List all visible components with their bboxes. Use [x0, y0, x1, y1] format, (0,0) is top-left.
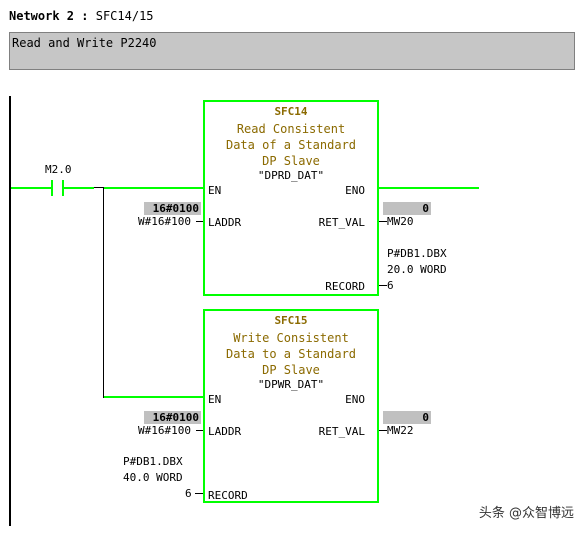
- contact-left-bar[interactable]: [51, 180, 53, 196]
- sfc15-desc-1: Write Consistent: [233, 331, 349, 345]
- sfc14-record-wire: [379, 285, 387, 286]
- wire-to-sfc14-en: [104, 187, 204, 189]
- watermark: 头条 @众智博远: [478, 506, 574, 521]
- sfc15-instance: "DPWR_DAT": [257, 378, 325, 391]
- sfc14-pin-laddr: LADDR: [208, 216, 242, 229]
- contact-address[interactable]: M2.0: [45, 163, 72, 176]
- sfc15-retval-value[interactable]: MW22: [387, 424, 414, 437]
- network-name: SFC14/15: [95, 9, 154, 23]
- sfc15-record-value[interactable]: 6: [185, 487, 192, 500]
- wire-contact-out: [64, 187, 94, 189]
- sfc14-retval-value[interactable]: MW20: [387, 215, 414, 228]
- sfc14-record-value[interactable]: 6: [387, 279, 394, 292]
- sfc15-pin-eno: ENO: [345, 393, 365, 406]
- branch-vertical: [103, 188, 104, 398]
- sfc15-desc-3: DP Slave: [262, 363, 320, 377]
- sfc14-laddr-value[interactable]: W#16#100: [138, 215, 191, 228]
- wire-to-sfc15-en: [104, 396, 204, 398]
- power-rail: [9, 96, 11, 526]
- sfc15-laddr-value[interactable]: W#16#100: [138, 424, 191, 437]
- sfc15-pin-record: RECORD: [208, 489, 248, 502]
- sfc15-pin-retval: RET_VAL: [318, 425, 365, 438]
- sfc14-record-line2[interactable]: 20.0 WORD: [387, 263, 447, 276]
- sfc14-laddr-status: 16#0100: [144, 202, 201, 215]
- network-separator: :: [81, 9, 89, 23]
- sfc14-pin-record: RECORD: [325, 280, 365, 293]
- sfc14-record-line1[interactable]: P#DB1.DBX: [387, 247, 447, 260]
- sfc14-instance: "DPRD_DAT": [257, 169, 325, 182]
- network-comment[interactable]: Read and Write P2240: [9, 32, 575, 70]
- sfc14-block[interactable]: SFC14 Read Consistent Data of a Standard…: [203, 100, 379, 296]
- contact-right-bar[interactable]: [62, 180, 64, 196]
- sfc14-retval-wire: [379, 221, 387, 222]
- sfc15-record-wire: [195, 493, 203, 494]
- sfc15-pin-laddr: LADDR: [208, 425, 242, 438]
- sfc14-retval-status: 0: [383, 202, 431, 215]
- sfc15-desc-2: Data to a Standard: [225, 347, 357, 361]
- sfc15-laddr-wire: [196, 430, 203, 431]
- sfc15-pin-en: EN: [208, 393, 222, 406]
- wire-junction: [94, 187, 104, 188]
- network-label: Network 2: [9, 9, 75, 23]
- sfc15-record-line2[interactable]: 40.0 WORD: [123, 471, 183, 484]
- sfc15-record-line1[interactable]: P#DB1.DBX: [123, 455, 183, 468]
- sfc14-desc-3: DP Slave: [262, 154, 320, 168]
- wire-sfc14-eno: [379, 187, 479, 189]
- sfc15-laddr-status: 16#0100: [144, 411, 201, 424]
- sfc14-pin-en: EN: [208, 184, 222, 197]
- sfc14-pin-eno: ENO: [345, 184, 365, 197]
- sfc14-laddr-wire: [196, 221, 203, 222]
- sfc15-name: SFC15: [274, 314, 308, 327]
- sfc15-retval-status: 0: [383, 411, 431, 424]
- comment-text: Read and Write P2240: [12, 36, 157, 50]
- sfc14-pin-retval: RET_VAL: [318, 216, 365, 229]
- sfc14-name: SFC14: [274, 105, 308, 118]
- sfc14-desc-1: Read Consistent: [236, 122, 346, 136]
- sfc15-block[interactable]: SFC15 Write Consistent Data to a Standar…: [203, 309, 379, 503]
- sfc14-desc-2: Data of a Standard: [225, 138, 357, 152]
- wire-rail-to-contact: [11, 187, 51, 189]
- network-title: Network 2 : SFC14/15: [9, 9, 154, 23]
- sfc15-retval-wire: [379, 430, 387, 431]
